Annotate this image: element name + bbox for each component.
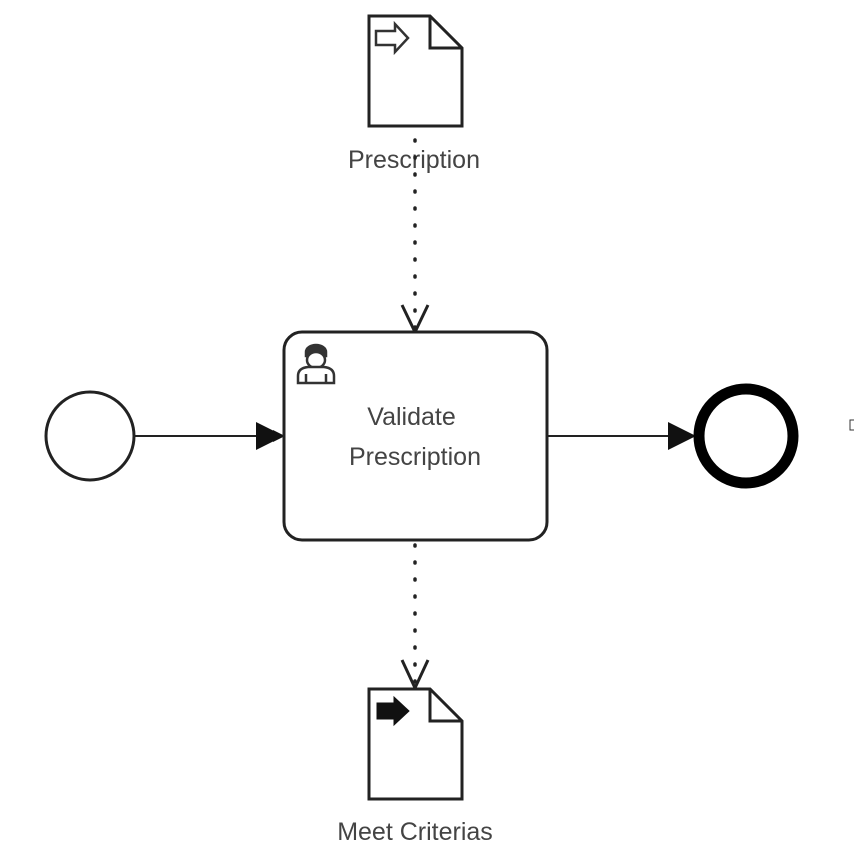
end-event[interactable] — [693, 383, 799, 489]
task-label-line-1: Validate — [367, 403, 456, 431]
start-event[interactable] — [44, 390, 136, 482]
input-arrow-icon — [374, 20, 410, 56]
data-input-prescription[interactable]: Prescription — [348, 14, 480, 174]
task-label-line-2: Prescription — [349, 443, 481, 471]
data-association-out — [400, 543, 430, 692]
output-arrow-icon — [376, 695, 410, 727]
document-fold — [428, 689, 462, 723]
data-output-label: Meet Criterias — [337, 818, 493, 846]
document-fold — [428, 16, 462, 50]
data-input-label: Prescription — [348, 146, 480, 174]
edge-marker — [849, 419, 854, 431]
task-label: Validate Prescription — [349, 403, 481, 471]
arrowhead-icon — [256, 422, 284, 450]
user-icon — [296, 343, 336, 385]
user-task-validate-prescription[interactable]: Validate Prescription — [282, 330, 549, 542]
arrowhead-icon — [668, 422, 696, 450]
data-output-meet-criterias[interactable]: Meet Criterias — [337, 687, 493, 846]
